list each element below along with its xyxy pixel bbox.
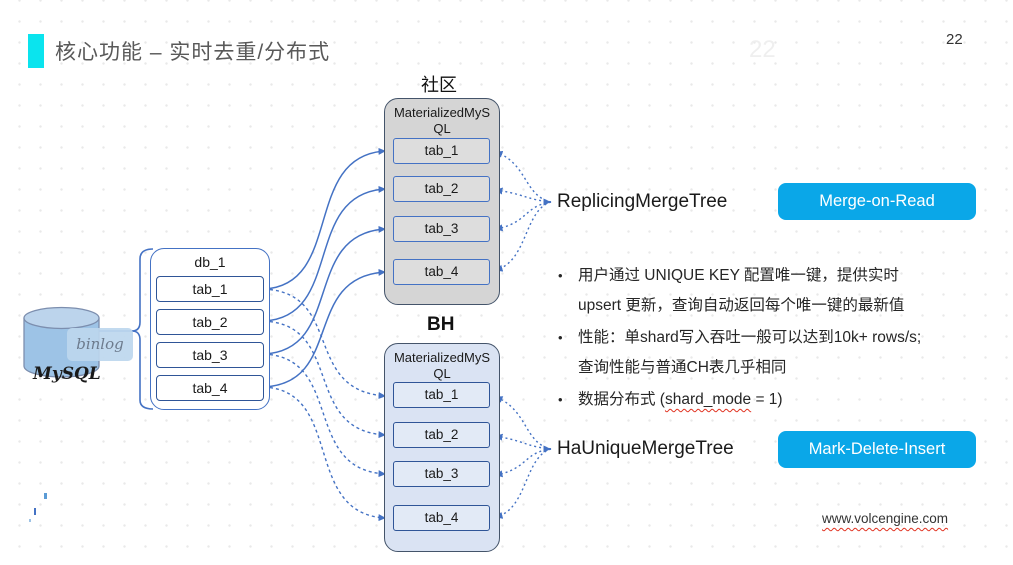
bh-table-tab-2: tab_2 bbox=[393, 422, 490, 448]
dashed-replication-arrows bbox=[263, 288, 386, 522]
stray-mark bbox=[34, 508, 36, 515]
page-number-watermark: 22 bbox=[749, 36, 776, 63]
bh-engine-box: MaterializedMySQL tab_1 tab_2 tab_3 tab_… bbox=[384, 343, 500, 552]
title-accent-bar bbox=[28, 34, 44, 68]
footer-url: www.volcengine.com bbox=[822, 511, 949, 526]
page-number: 22 bbox=[946, 31, 963, 48]
bullet-marker: • bbox=[558, 268, 563, 283]
db-table-tab-4: tab_4 bbox=[156, 375, 264, 401]
shard-mode-code: shard_mode bbox=[664, 391, 752, 408]
solid-replication-arrows bbox=[263, 147, 386, 388]
bullet-marker: • bbox=[558, 392, 563, 407]
bh-table-tab-4: tab_4 bbox=[393, 505, 490, 531]
db-box: db_1 tab_1 tab_2 tab_3 tab_4 bbox=[150, 248, 270, 410]
db-table-tab-1: tab_1 bbox=[156, 276, 264, 302]
bullet-3-prefix: 数据分布式 ( bbox=[578, 391, 665, 408]
community-engine-title: MaterializedMySQL bbox=[393, 105, 491, 137]
merge-tree-fan-community bbox=[495, 151, 552, 272]
community-engine-box: MaterializedMySQL tab_1 tab_2 tab_3 tab_… bbox=[384, 98, 500, 305]
bh-table-tab-3: tab_3 bbox=[393, 461, 490, 487]
bullet-2-line-1: • 性能：单shard写入吞吐一般可以达到10k+ rows/s; bbox=[556, 323, 1011, 353]
bullet-1-line-2: upsert 更新，查询自动返回每个唯一键的最新值 bbox=[578, 297, 905, 314]
community-group-label: 社区 bbox=[421, 75, 457, 95]
mysql-label: MySQL bbox=[33, 364, 101, 384]
merge-tree-fan-bh bbox=[495, 396, 552, 519]
merge-on-read-button[interactable]: Merge-on-Read bbox=[778, 183, 976, 220]
community-table-tab-4: tab_4 bbox=[393, 259, 490, 285]
stray-mark bbox=[44, 493, 47, 499]
db-table-tab-2: tab_2 bbox=[156, 309, 264, 335]
db-title: db_1 bbox=[194, 254, 226, 270]
bullet-3-suffix: = 1) bbox=[751, 391, 783, 408]
community-table-tab-3: tab_3 bbox=[393, 216, 490, 242]
db-table-tab-3: tab_3 bbox=[156, 342, 264, 368]
bullet-marker: • bbox=[558, 330, 563, 345]
bh-group-label: BH bbox=[427, 314, 455, 335]
slide-title: 核心功能 – 实时去重/分布式 bbox=[55, 41, 331, 64]
mark-delete-insert-button[interactable]: Mark-Delete-Insert bbox=[778, 431, 976, 468]
bullet-3: • 数据分布式 (shard_mode = 1) bbox=[556, 385, 1011, 415]
binlog-badge: binlog bbox=[67, 328, 133, 361]
bh-table-tab-1: tab_1 bbox=[393, 382, 490, 408]
community-table-tab-2: tab_2 bbox=[393, 176, 490, 202]
bullet-2-line-2: 查询性能与普通CH表几乎相同 bbox=[578, 359, 787, 376]
feature-notes: • 用户通过 UNIQUE KEY 配置唯一键，提供实时 upsert 更新，查… bbox=[556, 261, 1011, 415]
bullet-1-line-1: • 用户通过 UNIQUE KEY 配置唯一键，提供实时 bbox=[556, 261, 1011, 291]
community-table-tab-1: tab_1 bbox=[393, 138, 490, 164]
replicing-merge-tree-label: ReplicingMergeTree bbox=[557, 191, 728, 212]
bh-engine-title: MaterializedMySQL bbox=[393, 350, 491, 382]
haunique-merge-tree-label: HaUniqueMergeTree bbox=[557, 438, 734, 459]
stray-mark bbox=[29, 519, 31, 522]
